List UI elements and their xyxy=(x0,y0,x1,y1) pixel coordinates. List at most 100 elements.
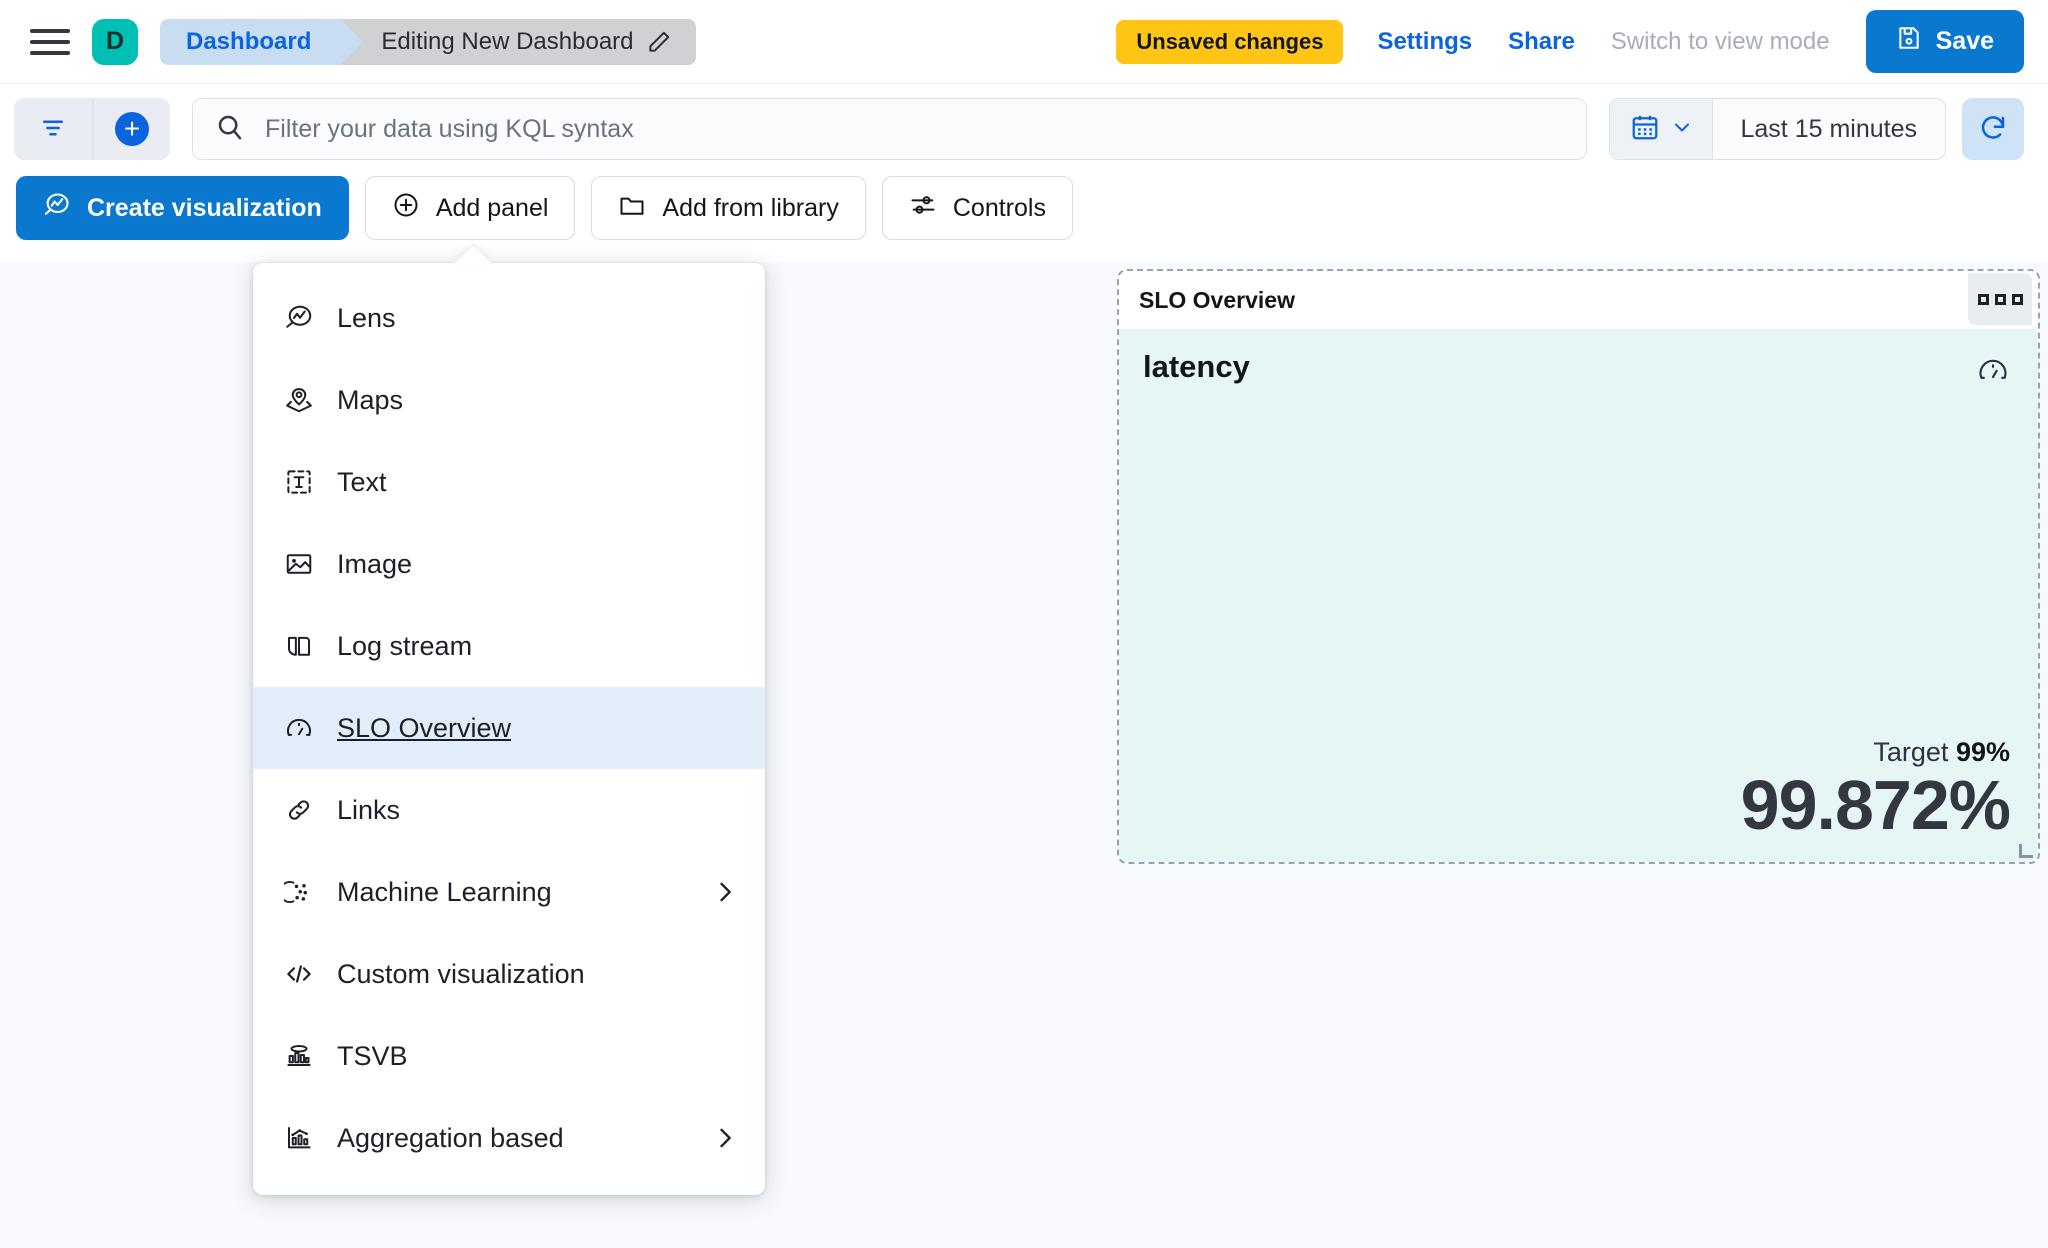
plus-icon: + xyxy=(115,112,149,146)
dashboard-canvas: Lens Maps Text xyxy=(0,246,2048,1212)
context-menu-dot xyxy=(1977,293,1989,305)
maps-icon xyxy=(283,385,315,415)
add-panel-label: Add panel xyxy=(435,193,549,222)
context-menu-dot xyxy=(2011,293,2023,305)
menu-item-image[interactable]: Image xyxy=(253,523,765,605)
save-button-label: Save xyxy=(1935,27,1994,55)
date-quick-select-button[interactable] xyxy=(1609,99,1713,159)
folder-icon xyxy=(618,191,646,226)
breadcrumb-item-current[interactable]: Editing New Dashboard xyxy=(341,18,696,65)
lens-icon xyxy=(283,303,315,333)
editing-toolbar: Create visualization Add panel Add from … xyxy=(0,176,2048,262)
filter-controls: + xyxy=(14,98,170,160)
slo-target-value: 99% xyxy=(1955,737,2010,767)
hamburger-menu-icon[interactable] xyxy=(30,26,70,58)
panel-context-menu-icon[interactable] xyxy=(1968,273,2032,325)
menu-item-aggregation-based[interactable]: Aggregation based xyxy=(253,1097,765,1179)
slo-overview-panel[interactable]: SLO Overview latency xyxy=(1117,269,2040,864)
log-stream-icon xyxy=(283,631,315,661)
menu-item-label: Lens xyxy=(337,302,396,333)
avatar[interactable]: D xyxy=(92,18,138,65)
breadcrumb: Dashboard Editing New Dashboard xyxy=(160,18,696,65)
menu-item-label: Image xyxy=(337,548,413,579)
breadcrumb-current-label: Editing New Dashboard xyxy=(381,27,634,55)
context-menu-dot xyxy=(1994,293,2006,305)
menu-item-lens[interactable]: Lens xyxy=(253,277,765,359)
menu-item-log-stream[interactable]: Log stream xyxy=(253,605,765,687)
controls-icon xyxy=(909,191,937,226)
menu-item-label: Text xyxy=(337,466,387,497)
plus-circle-icon xyxy=(392,191,420,226)
filter-icon xyxy=(38,113,68,146)
menu-item-machine-learning[interactable]: Machine Learning xyxy=(253,851,765,933)
unsaved-changes-badge[interactable]: Unsaved changes xyxy=(1116,19,1344,64)
menu-item-label: Links xyxy=(337,794,401,825)
tsvb-icon xyxy=(283,1041,315,1071)
menu-item-maps[interactable]: Maps xyxy=(253,359,765,441)
menu-item-label: Log stream xyxy=(337,630,473,661)
menu-item-slo-overview[interactable]: SLO Overview xyxy=(253,687,765,769)
slo-target-label: Target xyxy=(1873,737,1949,767)
search-input[interactable] xyxy=(265,114,1564,144)
gauge-icon xyxy=(283,713,315,743)
slo-current-value: 99.872% xyxy=(1740,766,2011,844)
menu-item-text[interactable]: Text xyxy=(253,441,765,523)
date-picker: Last 15 minutes xyxy=(1608,98,1946,160)
menu-item-tsvb[interactable]: TSVB xyxy=(253,1015,765,1097)
share-link[interactable]: Share xyxy=(1508,27,1575,55)
machine-learning-icon xyxy=(283,877,315,907)
menu-item-label: Machine Learning xyxy=(337,876,552,907)
aggregation-icon xyxy=(283,1123,315,1153)
refresh-icon xyxy=(1978,113,2008,146)
query-bar: + xyxy=(0,84,2048,176)
gauge-icon xyxy=(1976,353,2010,392)
hamburger-bar xyxy=(30,28,70,33)
panel-header: SLO Overview xyxy=(1119,271,2038,329)
chevron-right-icon xyxy=(711,878,739,906)
switch-to-view-mode-link[interactable]: Switch to view mode xyxy=(1610,27,1830,55)
search-icon xyxy=(215,112,245,147)
menu-item-custom-visualization[interactable]: Custom visualization xyxy=(253,933,765,1015)
text-icon xyxy=(283,467,315,497)
panel-body-top: latency xyxy=(1143,349,2010,392)
pencil-icon[interactable] xyxy=(646,29,672,55)
create-visualization-label: Create visualization xyxy=(87,193,322,222)
hamburger-bar xyxy=(30,50,70,55)
save-disk-icon xyxy=(1896,25,1922,58)
controls-button[interactable]: Controls xyxy=(881,176,1073,240)
menu-item-label: Custom visualization xyxy=(337,958,585,989)
refresh-button[interactable] xyxy=(1962,98,2024,160)
menu-item-label: TSVB xyxy=(337,1040,408,1071)
panel-body-bottom: Target 99% 99.872% xyxy=(1143,737,2011,844)
add-filter-button[interactable]: + xyxy=(92,98,170,160)
breadcrumb-item-dashboard[interactable]: Dashboard xyxy=(160,18,364,65)
calendar-icon xyxy=(1630,112,1660,147)
menu-item-label: Aggregation based xyxy=(337,1122,564,1153)
menu-item-links[interactable]: Links xyxy=(253,769,765,851)
lens-icon xyxy=(43,191,71,226)
panel-resize-handle[interactable] xyxy=(2019,844,2033,858)
filter-options-button[interactable] xyxy=(14,98,92,160)
panel-body: latency Target 99% 99.872% xyxy=(1119,329,2038,862)
header-actions: Unsaved changes Settings Share Switch to… xyxy=(1116,10,2024,73)
add-panel-menu: Lens Maps Text xyxy=(253,246,765,1195)
menu-item-label: Maps xyxy=(337,384,404,415)
image-icon xyxy=(283,549,315,579)
add-from-library-label: Add from library xyxy=(662,193,839,222)
panel-title: SLO Overview xyxy=(1139,286,1295,313)
link-icon xyxy=(283,795,315,825)
app-header: D Dashboard Editing New Dashboard Unsave… xyxy=(0,0,2048,84)
add-panel-button[interactable]: Add panel xyxy=(364,176,576,240)
slo-metric-name: latency xyxy=(1143,349,1250,384)
chevron-right-icon xyxy=(711,1124,739,1152)
time-range-label[interactable]: Last 15 minutes xyxy=(1740,114,1918,143)
create-visualization-button[interactable]: Create visualization xyxy=(16,176,349,240)
add-from-library-button[interactable]: Add from library xyxy=(591,176,866,240)
controls-label: Controls xyxy=(952,193,1046,222)
save-button[interactable]: Save xyxy=(1865,10,2024,73)
hamburger-bar xyxy=(30,39,70,44)
code-icon xyxy=(283,959,315,989)
slo-target: Target 99% xyxy=(1143,737,2010,768)
settings-link[interactable]: Settings xyxy=(1377,27,1473,55)
search-bar[interactable] xyxy=(192,98,1587,160)
